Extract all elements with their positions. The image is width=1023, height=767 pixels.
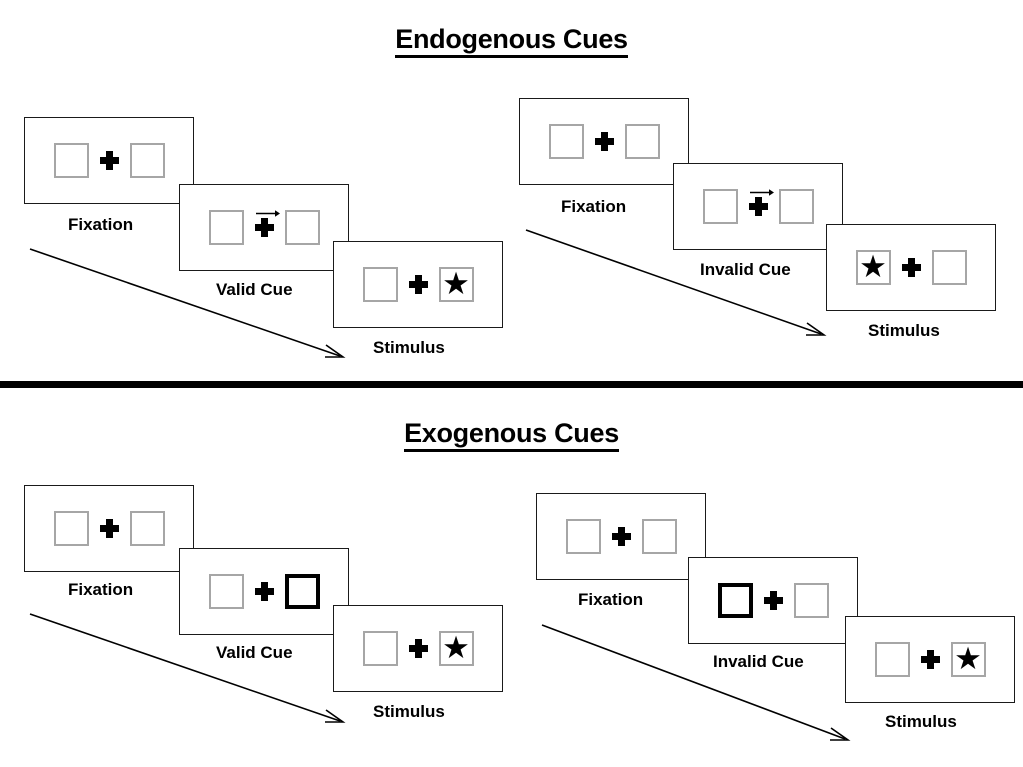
fixation-cross-icon: [920, 650, 940, 669]
caption-endogenous-valid-stimulus: Stimulus: [373, 338, 445, 357]
fixation-cross-wrap: [254, 574, 274, 609]
stimulus-box-right: [129, 511, 165, 546]
fixation-cross-icon: [99, 519, 119, 538]
fixation-cross-icon: [763, 591, 783, 610]
panel-exogenous-valid-cue: [179, 548, 349, 635]
caption-endogenous-valid-fixation: Fixation: [68, 215, 134, 234]
stimulus-box-right: [284, 210, 320, 245]
panel-endogenous-invalid-fixation: [519, 98, 689, 185]
caption-exogenous-invalid-stimulus: Stimulus: [885, 712, 957, 731]
stimulus-box-left: [548, 124, 584, 159]
fixation-cross-icon: [594, 132, 614, 151]
caption-endogenous-valid-cue: Valid Cue: [216, 280, 293, 299]
fixation-cross-icon: [901, 258, 921, 277]
stimulus-box-right: [931, 250, 967, 285]
stimulus-box-right: [624, 124, 660, 159]
caption-exogenous-valid-stimulus: Stimulus: [373, 702, 445, 721]
fixation-cross-icon: [254, 218, 274, 237]
fixation-cross-wrap: [611, 519, 631, 554]
fixation-cross-icon: [611, 527, 631, 546]
panel-endogenous-valid-fixation: [24, 117, 194, 204]
caption-endogenous-invalid-cue: Invalid Cue: [700, 260, 791, 279]
fixation-cross-wrap: [99, 143, 119, 178]
stimulus-box-left-target: ★: [855, 249, 891, 285]
stimulus-box-left: [702, 189, 738, 224]
panel-endogenous-valid-stimulus: ★: [333, 241, 503, 328]
panel-endogenous-invalid-stimulus: ★: [826, 224, 996, 311]
caption-exogenous-invalid-cue: Invalid Cue: [713, 652, 804, 671]
star-icon: ★: [442, 630, 470, 665]
stimulus-box-left: [565, 519, 601, 554]
caption-exogenous-valid-fixation: Fixation: [68, 580, 134, 599]
stimulus-box-left: [53, 143, 89, 178]
stimulus-box-left: [208, 210, 244, 245]
fixation-cross-icon: [254, 582, 274, 601]
fixation-cross-wrap: [594, 124, 614, 159]
fixation-cross-icon: [748, 197, 768, 216]
stimulus-box-right-cued: [284, 574, 320, 609]
stimulus-box-left: [874, 642, 910, 677]
section-divider: [0, 381, 1023, 388]
panel-exogenous-invalid-stimulus: ★: [845, 616, 1015, 703]
stimulus-box-right-target: ★: [438, 630, 474, 666]
stimulus-box-right: [129, 143, 165, 178]
cue-arrow-right-icon: [749, 189, 774, 196]
section-title-endogenous-text: Endogenous Cues: [395, 24, 628, 58]
caption-exogenous-invalid-fixation: Fixation: [578, 590, 644, 609]
star-icon: ★: [954, 641, 982, 676]
section-title-endogenous: Endogenous Cues: [0, 24, 1023, 58]
stimulus-box-right: [641, 519, 677, 554]
section-title-exogenous-text: Exogenous Cues: [404, 418, 619, 452]
stimulus-box-left: [362, 267, 398, 302]
caption-exogenous-valid-cue: Valid Cue: [216, 643, 293, 662]
stimulus-box-left: [53, 511, 89, 546]
stimulus-box-left: [208, 574, 244, 609]
fixation-cross-wrap: [748, 189, 774, 224]
panel-endogenous-valid-cue: [179, 184, 349, 271]
panel-exogenous-invalid-fixation: [536, 493, 706, 580]
fixation-cross-icon: [408, 639, 428, 658]
caption-endogenous-invalid-stimulus: Stimulus: [868, 321, 940, 340]
stimulus-box-right-target: ★: [950, 641, 986, 677]
section-title-exogenous: Exogenous Cues: [0, 418, 1023, 452]
stimulus-box-right: [793, 583, 829, 618]
fixation-cross-wrap: [901, 250, 921, 285]
panel-exogenous-invalid-cue: [688, 557, 858, 644]
fixation-cross-icon: [408, 275, 428, 294]
fixation-cross-wrap: [920, 642, 940, 677]
panel-endogenous-invalid-cue: [673, 163, 843, 250]
star-icon: ★: [859, 249, 887, 284]
caption-endogenous-invalid-fixation: Fixation: [561, 197, 627, 216]
stimulus-box-left: [362, 631, 398, 666]
panel-exogenous-valid-fixation: [24, 485, 194, 572]
cue-arrow-right-icon: [255, 210, 280, 217]
star-icon: ★: [442, 266, 470, 301]
fixation-cross-wrap: [254, 210, 280, 245]
fixation-cross-wrap: [763, 583, 783, 618]
stimulus-box-right-target: ★: [438, 266, 474, 302]
fixation-cross-icon: [99, 151, 119, 170]
panel-exogenous-valid-stimulus: ★: [333, 605, 503, 692]
fixation-cross-wrap: [408, 631, 428, 666]
fixation-cross-wrap: [99, 511, 119, 546]
stimulus-box-right: [778, 189, 814, 224]
fixation-cross-wrap: [408, 267, 428, 302]
stimulus-box-left-cued: [717, 583, 753, 618]
